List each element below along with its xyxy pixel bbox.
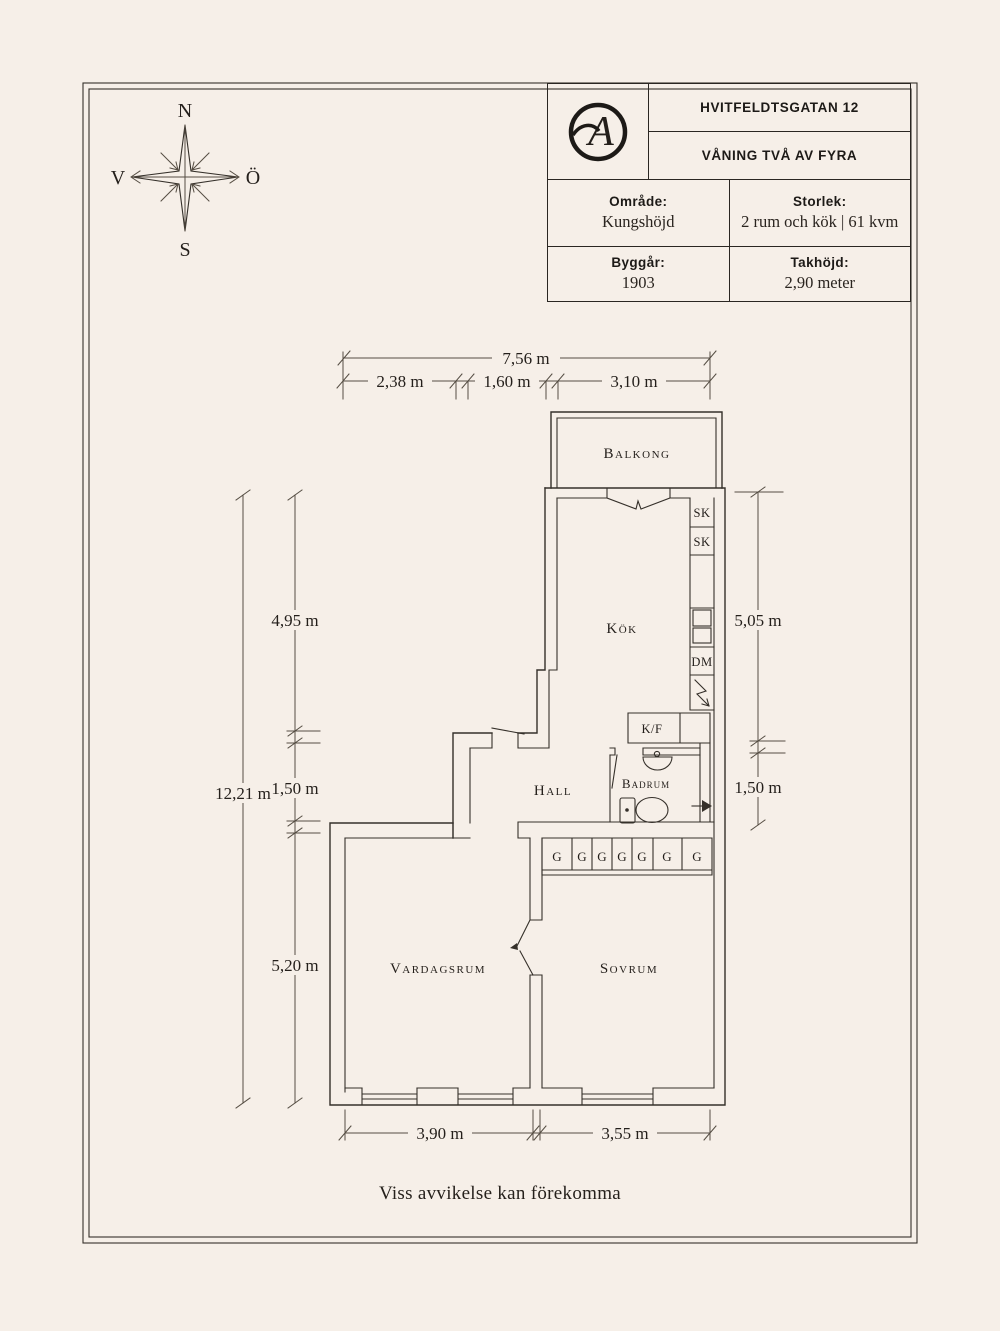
compass-south-label: S — [179, 239, 190, 261]
disclaimer-text: Viss avvikelse kan förekomma — [378, 1183, 622, 1204]
fridge-freezer-closet — [627, 712, 711, 744]
kitchen-sink — [692, 609, 712, 627]
field-byggar-value: 1903 — [621, 273, 655, 292]
field-takhojd-label: Takhöjd: — [790, 255, 849, 270]
hall-kitchen-door — [491, 727, 525, 735]
field-takhojd: Takhöjd: 2,90 meter — [728, 247, 911, 301]
dim-left-seg-1: 4,95 m — [271, 611, 318, 630]
compass-east-label: Ö — [246, 166, 260, 189]
dim-top-total: 7,56 m — [502, 349, 549, 368]
compass-rose: N S V Ö — [111, 100, 260, 261]
agency-logo: A — [548, 84, 649, 179]
dim-bottom-seg-2: 3,55 m — [601, 1124, 648, 1143]
stove-symbol — [694, 679, 710, 707]
dim-top-seg-3: 3,10 m — [610, 372, 657, 391]
fridge-freezer-label: K/F — [642, 722, 663, 736]
dishwasher-label: DM — [691, 655, 712, 669]
field-storlek: Storlek: 2 rum och kök | 61 kvm — [728, 180, 911, 246]
bedroom-label: Sovrum — [600, 961, 658, 977]
wardrobe-row: G G G G G G G — [541, 837, 713, 876]
field-omrade-value: Kungshöjd — [602, 212, 675, 231]
balcony-label: Balkong — [604, 446, 671, 462]
toilet — [619, 796, 669, 824]
balcony-walls — [550, 411, 723, 489]
dim-top-seg-2: 1,60 m — [483, 372, 530, 391]
page-border-frame — [82, 82, 918, 1244]
dim-left-seg-3: 5,20 m — [271, 956, 318, 975]
wardrobe-label: G — [692, 849, 701, 864]
field-byggar-label: Byggår: — [611, 255, 666, 270]
hall-label: Hall — [534, 783, 572, 799]
field-omrade: Område: Kungshöjd — [548, 180, 729, 246]
wardrobe-label: G — [577, 849, 586, 864]
floor-title: VÅNING TVÅ AV FYRA — [701, 148, 858, 163]
field-storlek-value: 2 rum och kök | 61 kvm — [741, 212, 899, 231]
wardrobe-label: G — [617, 849, 626, 864]
entrance-arrow-icon — [691, 800, 712, 812]
address-title: HVITFELDTSGATAN 12 — [649, 84, 910, 132]
field-omrade-label: Område: — [609, 194, 668, 209]
dim-top-seg-1: 2,38 m — [376, 372, 423, 391]
bathroom-sink — [642, 756, 673, 771]
compass-north-label: N — [178, 100, 192, 122]
wardrobe-label: G — [552, 849, 561, 864]
field-takhojd-value: 2,90 meter — [784, 273, 856, 292]
bathroom-label: Badrum — [622, 776, 670, 791]
wardrobe-label: G — [597, 849, 606, 864]
dim-bottom-seg-1: 3,90 m — [416, 1124, 463, 1143]
dim-left-seg-2: 1,50 m — [271, 779, 318, 798]
apartment-walls — [329, 411, 726, 1106]
wardrobe-label: G — [637, 849, 646, 864]
living-room-label: Vardagsrum — [390, 961, 486, 977]
living-bedroom-wall — [510, 837, 543, 1089]
wardrobe-label: G — [662, 849, 671, 864]
field-byggar: Byggår: 1903 — [548, 247, 729, 301]
title-block: A HVITFELDTSGATAN 12 VÅNING TVÅ AV FYRA … — [547, 83, 911, 302]
compass-west-label: V — [111, 167, 126, 189]
kitchen-label: Kök — [606, 621, 637, 637]
dim-left-total: 12,21 m — [215, 784, 271, 803]
logo-letter: A — [585, 109, 614, 155]
dimension-lines: 7,56 m 2,38 m 1,60 m 3,10 m 12,21 m 4,95… — [207, 348, 790, 1143]
cabinet-label-bottom: SK — [694, 535, 711, 549]
cabinet-label-top: SK — [694, 506, 711, 520]
windows — [361, 1087, 654, 1106]
field-storlek-label: Storlek: — [793, 194, 847, 209]
dim-right-seg-2: 1,50 m — [734, 778, 781, 797]
bathroom-door — [611, 754, 618, 789]
dim-right-seg-1: 5,05 m — [734, 611, 781, 630]
bathroom-fixtures — [609, 742, 712, 824]
kitchen-fixtures — [627, 497, 715, 744]
